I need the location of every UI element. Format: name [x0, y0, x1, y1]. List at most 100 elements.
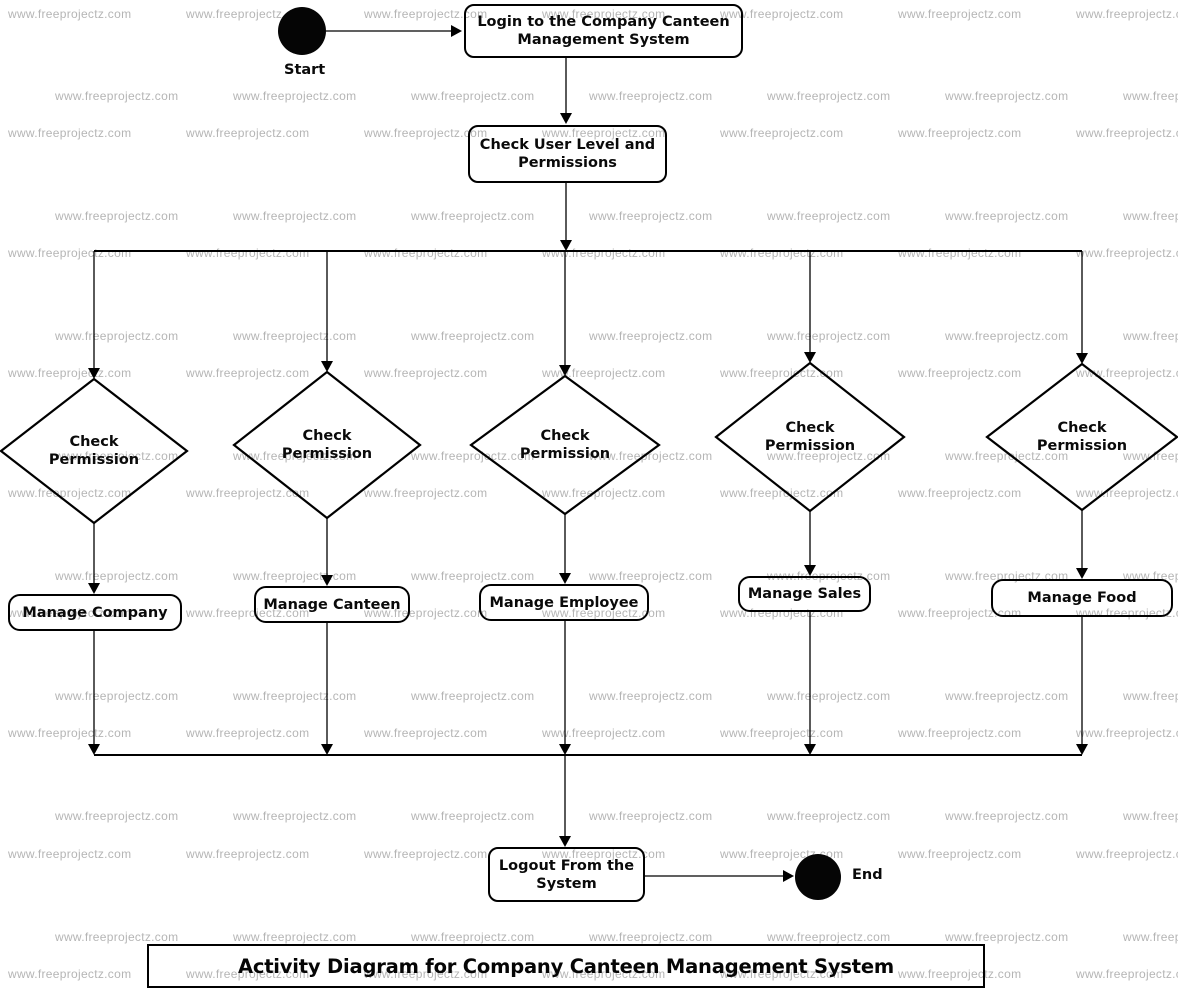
watermark-text: www.freeprojectz.com: [945, 329, 1069, 343]
watermark-text: www.freeprojectz.com: [55, 689, 179, 703]
watermark-text: www.freeprojectz.com: [589, 209, 713, 223]
watermark-text: www.freeprojectz.com: [411, 89, 535, 103]
watermark-text: www.freeprojectz.com: [898, 726, 1022, 740]
watermark-text: www.freeprojectz.com: [767, 809, 891, 823]
watermark-text: www.freeprojectz.com: [186, 7, 310, 21]
watermark-text: www.freeprojectz.com: [233, 89, 357, 103]
watermark-text: www.freeprojectz.com: [55, 329, 179, 343]
watermark-text: www.freeprojectz.com: [1123, 809, 1178, 823]
decision-1-label: Check Permission: [48, 434, 140, 468]
watermark-text: www.freeprojectz.com: [411, 209, 535, 223]
watermark-text: www.freeprojectz.com: [8, 126, 132, 140]
diagram-title-box: Activity Diagram for Company Canteen Man…: [147, 944, 985, 988]
watermark-text: www.freeprojectz.com: [8, 726, 132, 740]
watermark-text: www.freeprojectz.com: [233, 930, 357, 944]
watermark-text: www.freeprojectz.com: [1123, 930, 1178, 944]
watermark-text: www.freeprojectz.com: [364, 126, 488, 140]
watermark-text: www.freeprojectz.com: [720, 126, 844, 140]
watermark-text: www.freeprojectz.com: [186, 246, 310, 260]
arrowhead-start-login: [451, 25, 462, 37]
arrowhead-activity-1: [88, 583, 100, 594]
watermark-text: www.freeprojectz.com: [411, 689, 535, 703]
watermark-text: www.freeprojectz.com: [186, 126, 310, 140]
watermark-text: www.freeprojectz.com: [411, 569, 535, 583]
watermark-text: www.freeprojectz.com: [55, 569, 179, 583]
watermark-text: www.freeprojectz.com: [898, 847, 1022, 861]
watermark-text: www.freeprojectz.com: [233, 809, 357, 823]
watermark-text: www.freeprojectz.com: [8, 366, 132, 380]
watermark-text: www.freeprojectz.com: [720, 606, 844, 620]
activity-manage-sales: Manage Sales: [738, 576, 871, 612]
arrowhead-decision-3: [559, 365, 571, 376]
arrowhead-activity-3: [559, 573, 571, 584]
watermark-text: www.freeprojectz.com: [233, 449, 357, 463]
watermark-text: www.freeprojectz.com: [898, 606, 1022, 620]
decision-3-label: Check Permission: [519, 428, 611, 462]
watermark-text: www.freeprojectz.com: [589, 809, 713, 823]
watermark-text: www.freeprojectz.com: [1076, 7, 1178, 21]
watermark-text: www.freeprojectz.com: [589, 569, 713, 583]
arrowhead-merge-2: [321, 744, 333, 755]
watermark-text: www.freeprojectz.com: [898, 7, 1022, 21]
watermark-text: www.freeprojectz.com: [364, 847, 488, 861]
watermark-text: www.freeprojectz.com: [945, 209, 1069, 223]
arrowhead-merge-4: [804, 744, 816, 755]
watermark-text: www.freeprojectz.com: [186, 847, 310, 861]
activity-check-user-level: Check User Level and Permissions: [468, 125, 667, 183]
watermark-text: www.freeprojectz.com: [767, 930, 891, 944]
watermark-text: www.freeprojectz.com: [186, 486, 310, 500]
watermark-text: www.freeprojectz.com: [411, 329, 535, 343]
watermark-text: www.freeprojectz.com: [1123, 89, 1178, 103]
watermark-text: www.freeprojectz.com: [364, 486, 488, 500]
watermark-text: www.freeprojectz.com: [720, 967, 844, 981]
watermark-text: www.freeprojectz.com: [55, 809, 179, 823]
watermark-text: www.freeprojectz.com: [720, 366, 844, 380]
watermark-text: www.freeprojectz.com: [720, 486, 844, 500]
arrowhead-merge-5: [1076, 744, 1088, 755]
watermark-text: www.freeprojectz.com: [542, 366, 666, 380]
watermark-text: www.freeprojectz.com: [186, 606, 310, 620]
watermark-text: www.freeprojectz.com: [1076, 847, 1178, 861]
watermark-text: www.freeprojectz.com: [945, 449, 1069, 463]
start-label: Start: [284, 62, 326, 78]
watermark-text: www.freeprojectz.com: [542, 847, 666, 861]
watermark-text: www.freeprojectz.com: [898, 246, 1022, 260]
watermark-text: www.freeprojectz.com: [945, 89, 1069, 103]
watermark-text: www.freeprojectz.com: [542, 967, 666, 981]
diagram-title: Activity Diagram for Company Canteen Man…: [237, 954, 895, 978]
watermark-text: www.freeprojectz.com: [767, 449, 891, 463]
decision-5-label: Check Permission: [1036, 420, 1128, 454]
watermark-text: www.freeprojectz.com: [186, 967, 310, 981]
watermark-text: www.freeprojectz.com: [945, 689, 1069, 703]
watermark-text: www.freeprojectz.com: [8, 847, 132, 861]
watermark-text: www.freeprojectz.com: [898, 967, 1022, 981]
activity-manage-food: Manage Food: [991, 579, 1173, 617]
watermark-text: www.freeprojectz.com: [1076, 366, 1178, 380]
watermark-text: www.freeprojectz.com: [767, 89, 891, 103]
watermark-text: www.freeprojectz.com: [55, 89, 179, 103]
watermark-text: www.freeprojectz.com: [1123, 209, 1178, 223]
watermark-text: www.freeprojectz.com: [55, 449, 179, 463]
watermark-text: www.freeprojectz.com: [364, 967, 488, 981]
watermark-text: www.freeprojectz.com: [8, 967, 132, 981]
activity-manage-canteen: Manage Canteen: [254, 586, 410, 623]
watermark-text: www.freeprojectz.com: [364, 7, 488, 21]
watermark-text: www.freeprojectz.com: [411, 930, 535, 944]
watermark-text: www.freeprojectz.com: [1076, 486, 1178, 500]
activity-logout: Logout From the System: [488, 847, 645, 902]
end-node: [795, 854, 841, 900]
watermark-text: www.freeprojectz.com: [364, 726, 488, 740]
watermark-text: www.freeprojectz.com: [186, 726, 310, 740]
watermark-text: www.freeprojectz.com: [8, 606, 132, 620]
watermark-text: www.freeprojectz.com: [411, 809, 535, 823]
arrowhead-checkuser-branch: [560, 240, 572, 251]
arrowhead-activity-5: [1076, 568, 1088, 579]
watermark-text: www.freeprojectz.com: [233, 689, 357, 703]
watermark-text: www.freeprojectz.com: [55, 930, 179, 944]
watermark-text: www.freeprojectz.com: [542, 726, 666, 740]
watermark-text: www.freeprojectz.com: [1076, 726, 1178, 740]
watermark-text: www.freeprojectz.com: [589, 89, 713, 103]
watermark-text: www.freeprojectz.com: [1123, 689, 1178, 703]
watermark-text: www.freeprojectz.com: [898, 126, 1022, 140]
